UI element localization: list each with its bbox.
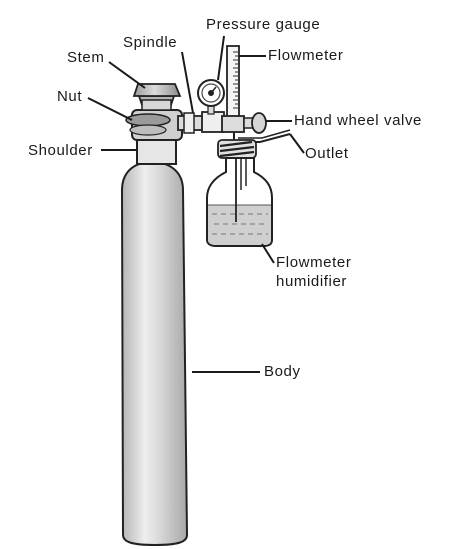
leader-nut xyxy=(87,97,133,121)
leader-lines xyxy=(87,35,305,373)
leader-stem xyxy=(108,61,146,89)
label-hand-wheel-valve: Hand wheel valve xyxy=(294,112,422,129)
valve-nut xyxy=(125,109,183,141)
leader-pressure-gauge xyxy=(217,35,225,81)
label-pressure-gauge: Pressure gauge xyxy=(206,16,320,33)
leader-outlet xyxy=(289,133,305,154)
label-humidifier-line2: humidifier xyxy=(276,273,347,290)
label-stem: Stem xyxy=(67,49,104,66)
cylinder-shoulder xyxy=(136,137,177,165)
pressure-gauge xyxy=(197,79,225,115)
label-flowmeter: Flowmeter xyxy=(268,47,343,64)
flowmeter-tube xyxy=(221,45,245,133)
flowmeter-humidifier-bottle xyxy=(206,157,273,247)
valve-stem xyxy=(132,83,182,111)
labels: Stem Spindle Pressure gauge Flowmeter Nu… xyxy=(28,16,422,380)
label-humidifier-line1: Flowmeter xyxy=(276,254,351,271)
humidifier-cap xyxy=(217,139,257,159)
label-shoulder: Shoulder xyxy=(28,142,93,159)
label-outlet: Outlet xyxy=(305,145,349,162)
label-spindle: Spindle xyxy=(123,34,177,51)
label-body: Body xyxy=(264,363,301,380)
spindle xyxy=(177,111,225,134)
hand-wheel-valve xyxy=(243,112,267,134)
label-nut: Nut xyxy=(57,88,82,105)
leader-humidifier xyxy=(261,243,275,264)
cylinder-body xyxy=(120,160,189,547)
leader-spindle xyxy=(181,51,194,114)
